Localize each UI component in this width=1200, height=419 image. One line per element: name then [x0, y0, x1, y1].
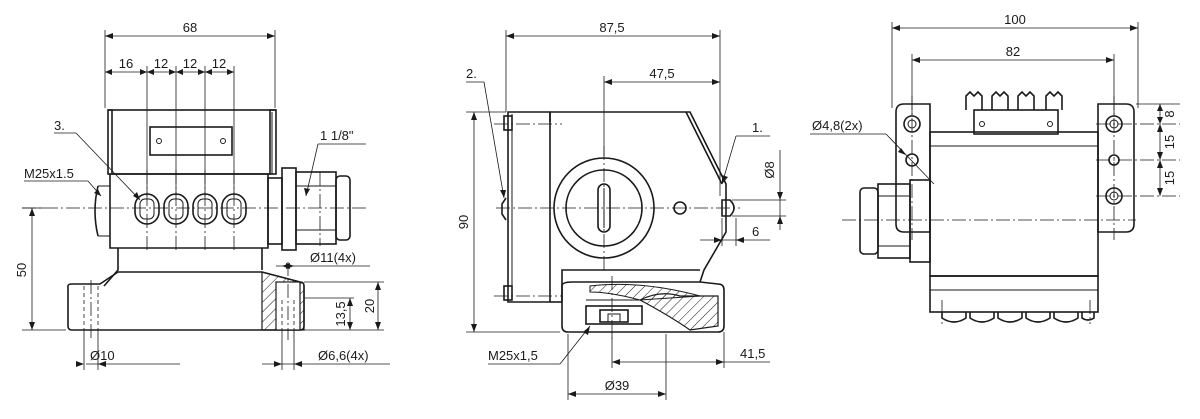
dim-height-90: 90 [456, 215, 471, 229]
callout-1: 1. [752, 120, 763, 135]
dim-height-50: 50 [14, 263, 29, 277]
dim-82: 82 [1006, 44, 1020, 59]
thread-gland-label: 1 1/8" [320, 128, 354, 143]
front-cylinder-body [109, 174, 269, 249]
side-pin [721, 199, 735, 217]
callout-3: 3. [54, 118, 65, 133]
dim-spacing-12-b: 12 [183, 56, 197, 71]
dim-width-100: 100 [1004, 12, 1026, 27]
side-housing-left [507, 111, 551, 303]
dim-width-87-5: 87,5 [599, 20, 624, 35]
rear-left-flange [895, 103, 931, 233]
rear-bottom-terminals [941, 312, 1095, 323]
side-base [561, 281, 725, 333]
thread-bottom-label: M25x1,5 [488, 348, 538, 363]
rear-housing [929, 131, 1099, 277]
dim-15-a: 15 [1162, 135, 1177, 149]
dim-13-5: 13,5 [333, 301, 348, 326]
dim-20: 20 [362, 299, 377, 313]
dim-spacing-12-a: 12 [154, 56, 168, 71]
callout-2: 2. [466, 66, 477, 81]
front-cable-gland [267, 167, 351, 251]
dim-dia-39: Ø39 [605, 378, 630, 393]
rear-right-flange [1097, 103, 1135, 233]
rear-base [929, 275, 1099, 313]
side-view: 87,5 47,5 2. 1. 90 Ø8 6 M [456, 20, 786, 400]
front-housing-top [108, 109, 276, 175]
dim-hole-11: Ø11(4x) [310, 250, 356, 265]
dim-15-b: 15 [1162, 171, 1177, 185]
front-view: 68 16 12 12 12 3. M25x1.5 1 1/8" [14, 20, 390, 370]
dim-8: 8 [1162, 110, 1177, 117]
rear-terminals [965, 90, 1063, 110]
cam-windows [134, 193, 247, 225]
dim-6: 6 [752, 224, 759, 239]
front-neck [103, 248, 263, 287]
front-housing-outline [107, 109, 277, 175]
front-label-plate [149, 126, 233, 156]
dim-spacing-12-c: 12 [212, 56, 226, 71]
dim-47-5: 47,5 [649, 66, 674, 81]
dim-hole-4-8: Ø4,8(2x) [812, 118, 863, 133]
thread-left-label: M25x1.5 [24, 166, 74, 181]
dim-dia-10: Ø10 [90, 348, 115, 363]
rear-view: 100 82 Ø4,8(2x) 8 15 15 [810, 12, 1180, 324]
dim-dia-6-6: Ø6,6(4x) [318, 348, 369, 363]
rear-cable-gland [859, 179, 931, 263]
dim-dia-8: Ø8 [762, 161, 777, 178]
rear-label-plate [973, 109, 1059, 135]
dim-41-5: 41,5 [740, 346, 765, 361]
dim-overall-width: 68 [183, 20, 197, 35]
dim-spacing-16: 16 [119, 56, 133, 71]
